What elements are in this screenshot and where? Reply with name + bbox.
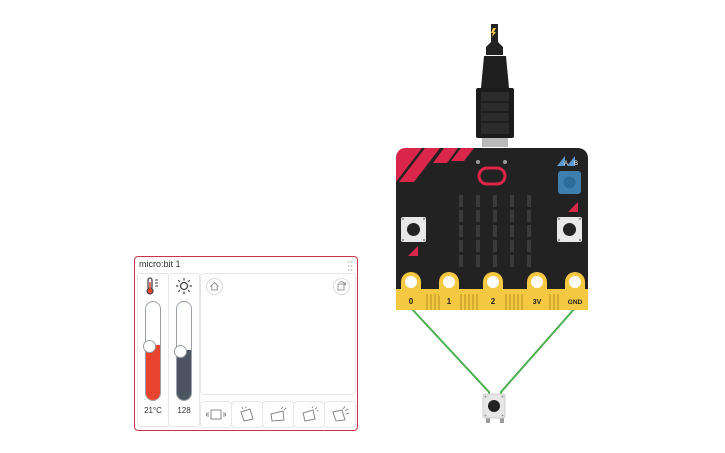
temperature-slider-fill [146,345,160,400]
tilt-left-icon [240,406,254,422]
light-slider-fill [177,350,191,400]
shake-icon [206,409,226,420]
edge-connector-teeth [426,294,559,310]
tilt-down-icon [302,406,319,422]
pin-label-0: 0 [409,297,414,306]
temperature-slider-thumb[interactable] [143,340,156,353]
button-a[interactable] [401,217,426,242]
gesture-tilt-right-button[interactable] [325,402,355,427]
sun-icon [176,278,192,294]
home-button[interactable] [206,278,223,295]
tilt-up-icon [270,406,287,422]
reset-orientation-button[interactable] [333,278,350,295]
pushbutton[interactable] [482,393,506,423]
pin-label-gnd: GND [568,299,583,306]
wires[interactable] [410,296,576,400]
microbit-board[interactable]: A B 0 1 2 3V GND [396,148,588,310]
usb-cable [476,24,514,147]
panel-title: micro:bit 1 [139,259,181,269]
gesture-tilt-down-button[interactable] [294,402,324,427]
pin-label-3v: 3V [533,299,542,306]
light-value: 128 [177,406,191,415]
pin-label-1: 1 [447,297,452,306]
button-ab[interactable]: A B [557,156,581,194]
home-icon [210,281,219,291]
tilt-right-icon [332,406,350,422]
gesture-tilt-left-button[interactable] [232,402,262,427]
temperature-value: 21°C [144,406,162,415]
light-slider-thumb[interactable] [174,345,187,358]
microbit-sensor-panel[interactable]: micro:bit 1 21°C [134,256,358,431]
gesture-tilt-up-button[interactable] [263,402,293,427]
pin-label-2: 2 [491,297,496,306]
temperature-control: 21°C [138,274,168,426]
light-control: 128 [169,274,199,426]
button-b[interactable] [557,217,582,242]
drag-handle-icon[interactable] [347,260,353,272]
thermometer-icon [146,277,158,295]
gesture-shake-button[interactable] [201,402,231,427]
svg-text:B: B [574,161,578,167]
accelerometer-area[interactable] [201,274,355,394]
led-matrix [459,195,531,267]
svg-text:A: A [564,161,568,167]
button-b-marker [568,202,578,212]
button-a-marker [408,246,418,256]
pin-pads[interactable] [401,272,585,296]
rotate-icon [337,281,346,291]
